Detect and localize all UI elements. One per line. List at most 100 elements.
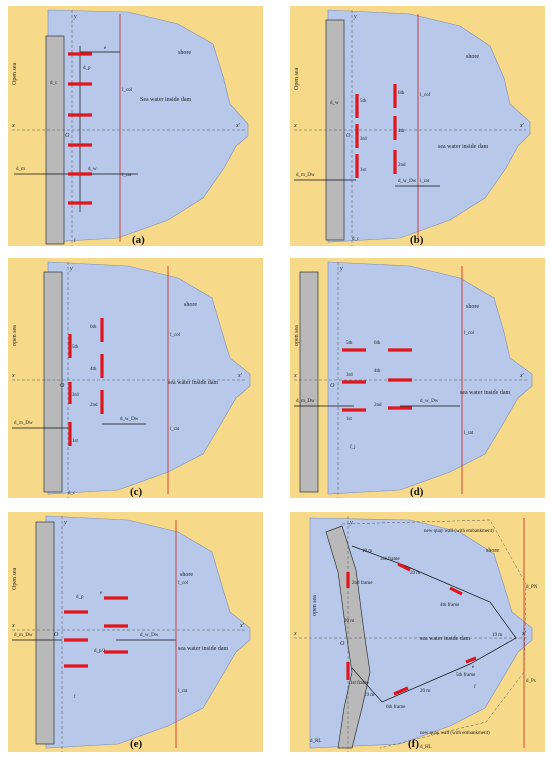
dim-19m-a: 19 m: [362, 549, 372, 554]
frame-5-label: 5th frame: [456, 673, 476, 678]
inside-label: sea water inside dam: [460, 390, 510, 396]
open-sea-label: Open sea: [12, 63, 18, 85]
panel-f-diagram: shore sea water inside dam open sea new …: [290, 512, 545, 752]
breakwater-wall: [299, 271, 319, 493]
breakwater-wall: [45, 35, 65, 245]
frame-6-label: 6th frame: [386, 705, 406, 710]
water-area: [47, 261, 251, 495]
e-label: e: [100, 591, 103, 596]
panel-d: shore sea water inside dam open sea x x'…: [290, 258, 545, 498]
d-m-dw-label: d_m_Dw: [14, 633, 33, 638]
frame-3-label: 3rd: [360, 137, 367, 142]
origin-label: O: [330, 383, 335, 389]
open-sea-label: open sea: [294, 325, 300, 346]
open-sea-label: Open sea: [12, 568, 18, 590]
d-w-dw-label: d_w_Dw: [420, 399, 439, 404]
inside-label: Sea water inside dam: [140, 97, 191, 103]
d-w-label: d_w: [88, 167, 97, 172]
inside-label: sea water inside dam: [420, 636, 470, 642]
panel-a: shore Sea water inside dam Open sea x x'…: [8, 6, 263, 246]
d-hl-label: d_HL: [420, 745, 432, 750]
frame-5-label: 5th: [72, 345, 79, 350]
frame-6-label: 6th: [90, 325, 97, 330]
origin-label: O: [54, 632, 59, 638]
d-p-label: d_p: [83, 66, 91, 71]
x-prime-label: x': [239, 623, 245, 629]
frame-4-label: 4th: [398, 129, 405, 134]
frame-1-label: 1st: [72, 439, 78, 444]
l-rat-label: l_rat: [170, 427, 180, 432]
x-label: x: [293, 373, 297, 379]
water-area: [47, 9, 249, 243]
y-label: y: [349, 520, 353, 526]
panel-f: shore sea water inside dam open sea new …: [290, 512, 545, 752]
f-label: f: [74, 695, 76, 700]
l-col-label: l_col: [420, 93, 431, 98]
x-label: x: [11, 123, 15, 129]
panel-label: (c): [130, 486, 143, 498]
panel-label: (e): [130, 738, 143, 750]
x-label: x: [293, 631, 297, 637]
d-pn-label: d_PN: [526, 585, 538, 590]
dim-20m-b: 20 m: [344, 619, 354, 624]
origin-label: O: [346, 133, 351, 139]
frame-5-label: 5th: [346, 341, 353, 346]
dim-19m-b: 19 m: [492, 633, 502, 638]
panel-label: (f): [408, 738, 419, 750]
shore-label: shore: [184, 302, 197, 308]
y-label: y: [73, 14, 77, 20]
x-prime-label: x': [519, 373, 525, 379]
l-col-label: l_col: [178, 581, 189, 586]
frame-bar: [465, 656, 477, 664]
frame-chain: [351, 545, 517, 703]
d-p-half-label: d_p/2: [94, 649, 106, 654]
frame-2-label: 2nd: [374, 403, 382, 408]
l-col-label: l_col: [170, 333, 181, 338]
quay-wall-bottom-label: new quay wall (with embankment): [420, 731, 490, 736]
e-label: e: [472, 665, 475, 670]
f-label: f_j: [350, 445, 356, 450]
dim-20m-c: 20 m: [420, 689, 430, 694]
panel-e: shore sea water inside dam Open sea x x'…: [8, 512, 263, 752]
d-rl-label: d_RL: [310, 739, 321, 744]
x-prime-label: x': [235, 123, 241, 129]
d-w-dw-label: d_w_Dw: [120, 417, 139, 422]
water-area: [327, 261, 533, 495]
panel-d-diagram: shore sea water inside dam open sea x x'…: [290, 258, 545, 498]
panel-b-diagram: shore sea water inside dam Open sea x x'…: [290, 6, 545, 246]
x-prime-label: x': [237, 373, 243, 379]
origin-label: O: [340, 641, 345, 647]
d-m-dw-label: d_m_Dw: [14, 421, 33, 426]
d-c-label: d_c: [50, 81, 58, 86]
frame-6-label: 6th: [398, 91, 405, 96]
dim-20m-a: 20 m: [410, 571, 420, 576]
panel-c-diagram: shore sea water inside dam open sea x x'…: [8, 258, 263, 498]
y-label: y: [69, 266, 73, 272]
y-label: y: [339, 266, 343, 272]
l-rat-label: l_rat: [464, 431, 474, 436]
x-label: x: [293, 123, 297, 129]
panel-e-diagram: shore sea water inside dam Open sea x x'…: [8, 512, 263, 752]
x-label: x: [11, 373, 15, 379]
frame-3-label: 3rd: [346, 373, 353, 378]
frame-4-label: 4th frame: [440, 603, 460, 608]
frame-3-label: 3rd frame: [380, 557, 400, 562]
shore-label: shore: [466, 304, 479, 310]
inside-label: sea water inside dam: [438, 144, 488, 150]
e-label: e: [104, 46, 107, 51]
panel-b: shore sea water inside dam Open sea x x'…: [290, 6, 545, 246]
d-c-label: d_c: [68, 491, 76, 496]
y-label: y: [353, 14, 357, 20]
frame-5-label: 5th: [360, 99, 367, 104]
frame-bar: [397, 562, 411, 572]
open-sea-label: Open sea: [294, 68, 300, 90]
d-m-dw-label: d_m_Dw: [296, 399, 315, 404]
x-label: x: [11, 623, 15, 629]
inside-label: sea water inside dam: [168, 380, 218, 386]
frame-2-label: 2nd: [90, 403, 98, 408]
frame-2-label: 2nd: [398, 163, 406, 168]
frame-1-label: 1st frame: [350, 681, 370, 686]
d-m-label: d_m: [16, 167, 25, 172]
frame-4-label: 4th: [374, 369, 381, 374]
d-p-label: d_p: [76, 595, 84, 600]
